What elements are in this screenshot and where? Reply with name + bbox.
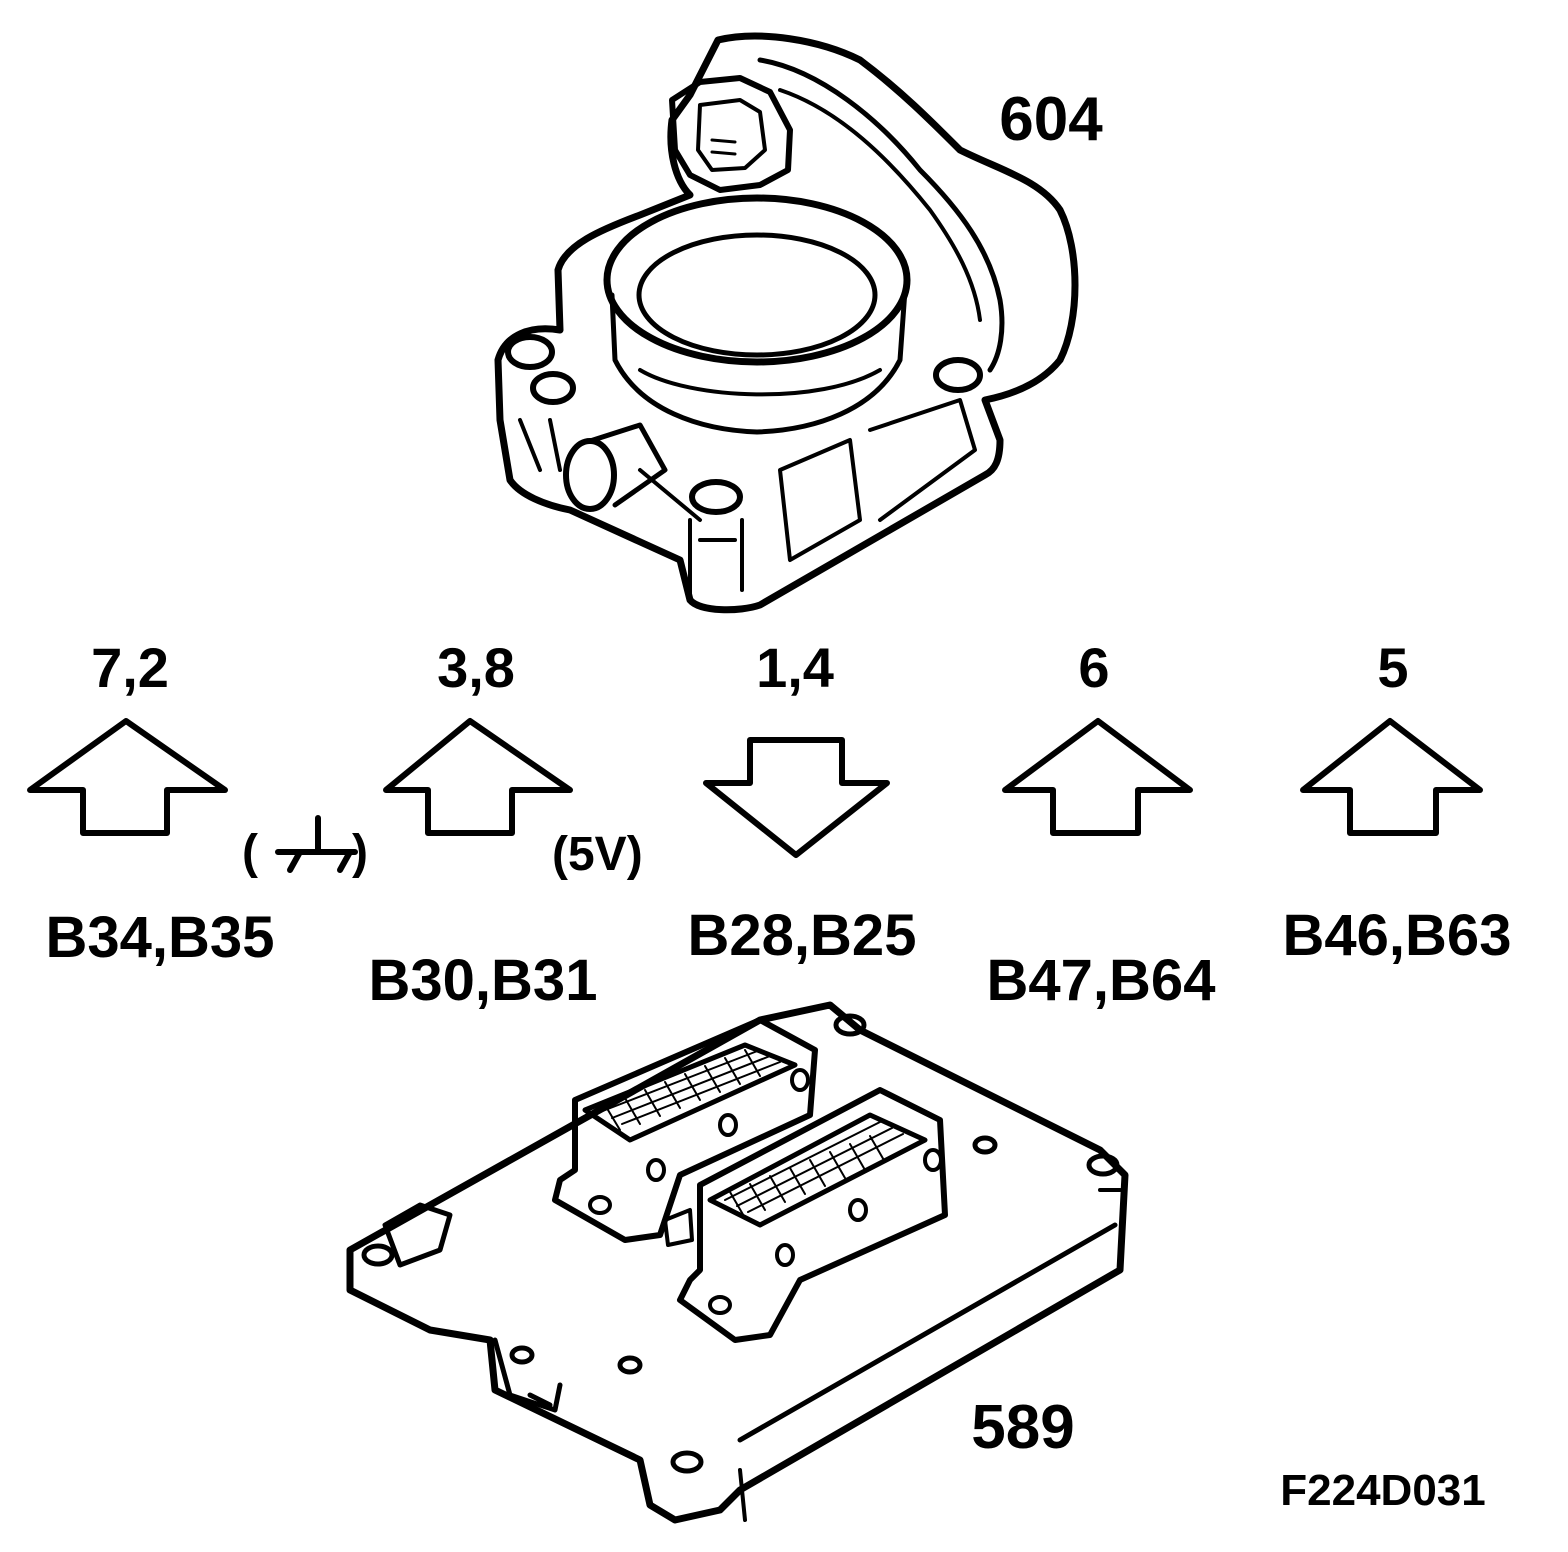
control-module-illustration [346,1001,1129,1524]
connector-label-signal-1: B34,B35 [46,905,275,970]
component-label-throttle-body: 604 [999,85,1103,154]
connector-label-signal-4: B47,B64 [987,948,1216,1013]
voltage-note-5v: (5V) [552,828,643,881]
pin-label-signal-5: 5 [1377,636,1408,699]
arrow-up-signal-5 [1300,718,1483,836]
pin-label-signal-4: 6 [1078,636,1109,699]
arrow-down-signal-3 [703,737,890,858]
throttle-body-illustration [494,32,1079,614]
connector-label-signal-2: B30,B31 [369,948,598,1013]
arrow-up-signal-2 [383,718,573,836]
pin-label-signal-2: 3,8 [437,636,515,699]
pin-label-signal-3: 1,4 [756,636,834,699]
connector-label-signal-5: B46,B63 [1283,903,1512,968]
signal-arrows [27,718,1483,858]
ground-note: ( ) [242,815,368,879]
svg-text:(: ( [242,826,258,879]
arrow-up-signal-1 [27,718,228,836]
svg-text:): ) [352,826,368,879]
pin-label-signal-1: 7,2 [91,636,169,699]
component-label-control-module: 589 [971,1393,1074,1462]
arrow-up-signal-4 [1002,718,1193,836]
ground-symbol-icon [275,815,358,873]
figure-id: F224D031 [1280,1466,1485,1515]
connector-label-signal-3: B28,B25 [688,903,917,968]
